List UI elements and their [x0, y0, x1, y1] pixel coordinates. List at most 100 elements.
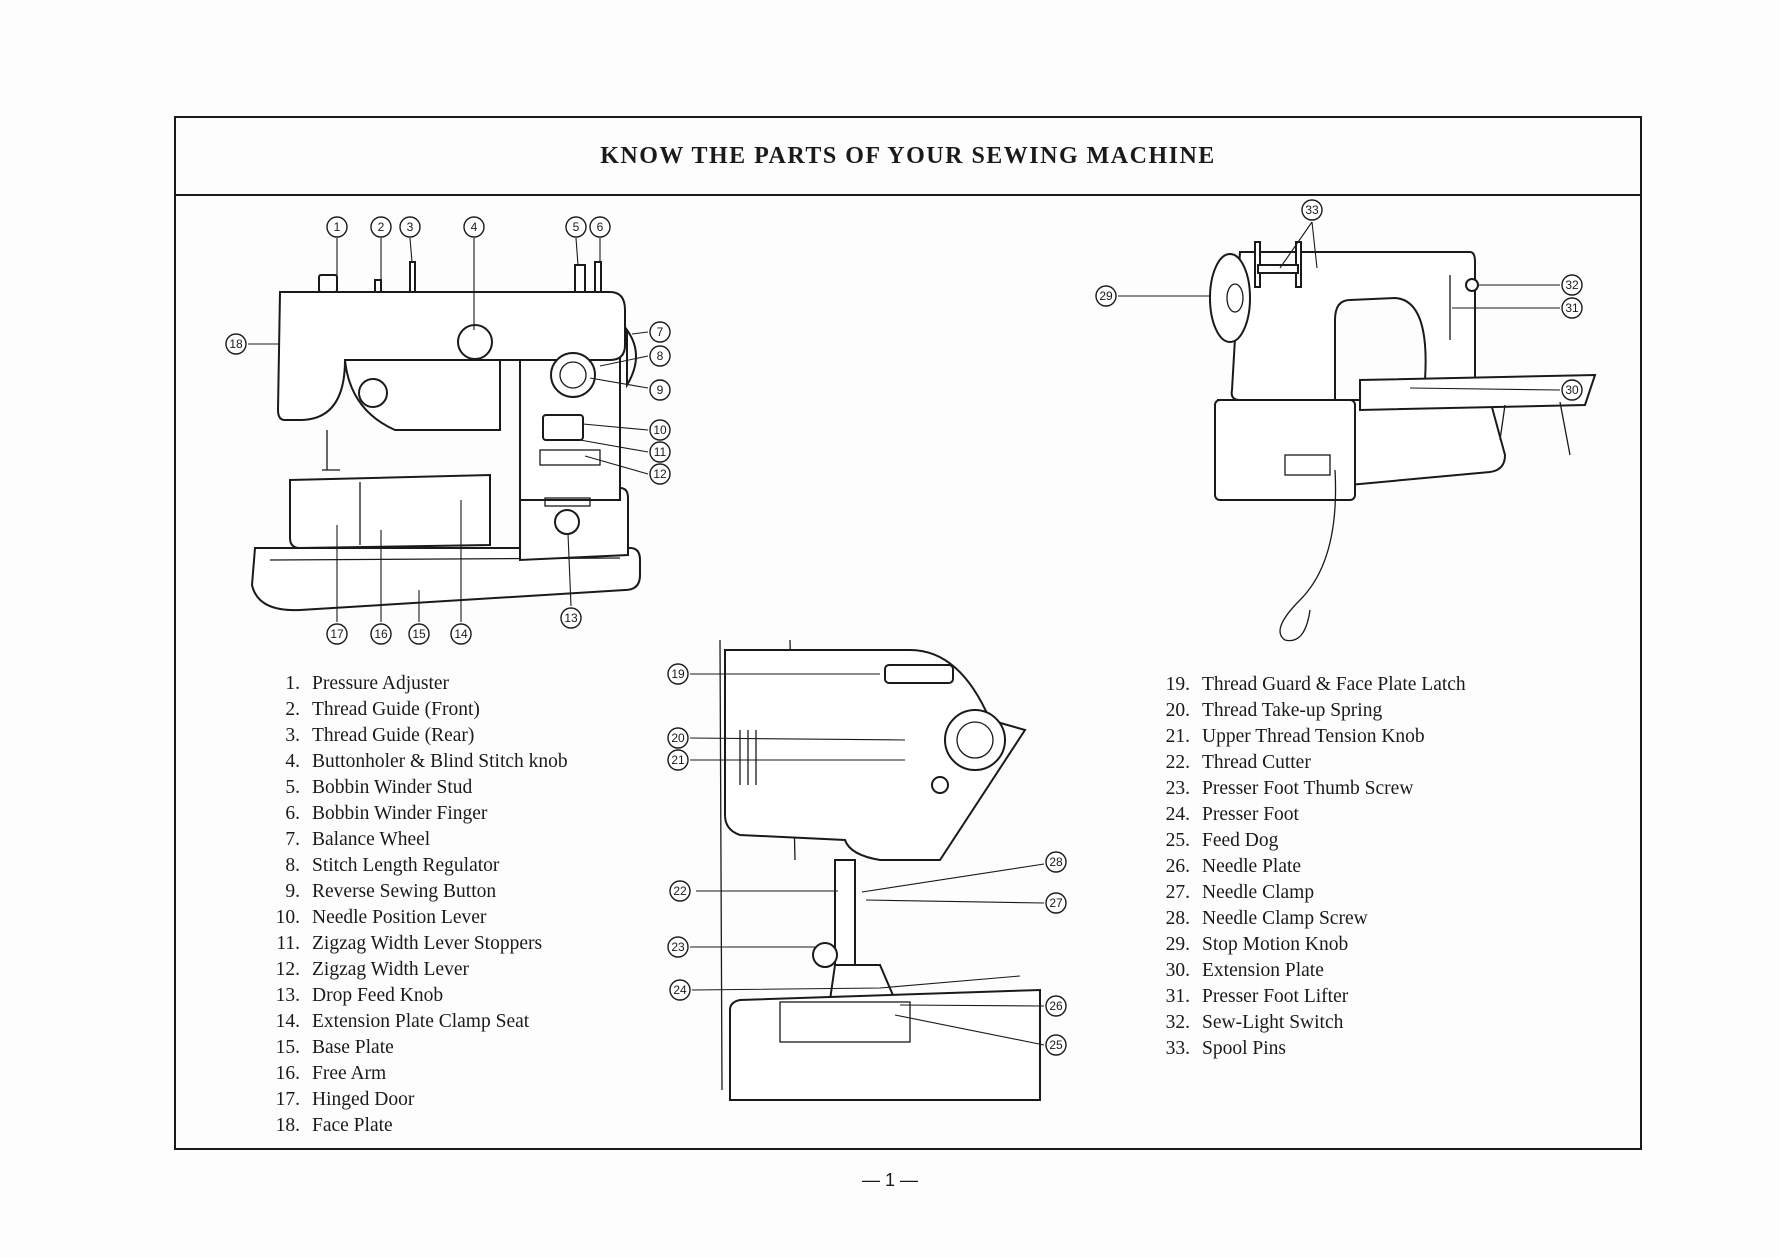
- parts-frame: KNOW THE PARTS OF YOUR SEWING MACHINE 1.…: [174, 116, 1642, 1150]
- part-item: 27.Needle Clamp: [1146, 880, 1466, 906]
- part-label: Reverse Sewing Button: [312, 881, 497, 902]
- callout-19: 19: [667, 663, 689, 685]
- part-item: 24.Presser Foot: [1146, 802, 1466, 828]
- part-number: 19.: [1165, 674, 1190, 695]
- svg-text:31: 31: [1565, 301, 1579, 315]
- part-item: 31. Presser Foot Lifter: [1146, 984, 1466, 1010]
- parts-list-right: 19. Thread Guard & Face Plate Latch 20.Thr…: [1146, 672, 1466, 1062]
- svg-text:29: 29: [1099, 289, 1113, 303]
- page-number: — 1 —: [861, 1170, 918, 1190]
- part-label: Base Plate: [312, 1037, 394, 1058]
- callout-5: 5: [565, 216, 587, 238]
- svg-text:11: 11: [654, 445, 667, 459]
- part-item: 13.Drop Feed Knob: [256, 983, 568, 1009]
- rear-view-machine: [1209, 241, 1597, 642]
- part-number: 23.: [1165, 778, 1190, 799]
- part-number: 26.: [1165, 856, 1190, 877]
- part-item: 32. Sew-Light Switch: [1146, 1010, 1466, 1036]
- callout-12: 12: [649, 463, 671, 485]
- part-item: 19. Thread Guard & Face Plate Latch: [1146, 672, 1466, 698]
- svg-text:15: 15: [412, 627, 426, 641]
- callout-7: 7: [649, 321, 671, 343]
- part-label: Bobbin Winder Stud: [312, 777, 473, 798]
- part-label: Hinged Door: [312, 1089, 415, 1110]
- part-item: 17.Hinged Door: [256, 1087, 568, 1113]
- part-label: Thread Cutter: [1202, 752, 1311, 773]
- part-item: 18.Face Plate: [256, 1113, 568, 1139]
- part-number: 22.: [1165, 752, 1190, 773]
- part-number: 25.: [1165, 830, 1190, 851]
- part-label: Stitch Length Regulator: [312, 855, 500, 876]
- svg-text:9: 9: [657, 383, 664, 397]
- part-item: 7.Balance Wheel: [256, 827, 568, 853]
- part-number: 30.: [1165, 960, 1190, 981]
- svg-text:10: 10: [653, 423, 667, 437]
- part-label: Presser Foot: [1202, 804, 1299, 825]
- svg-text:28: 28: [1049, 855, 1063, 869]
- part-label: Needle Clamp: [1202, 882, 1315, 903]
- part-number: 15.: [275, 1037, 300, 1058]
- part-label: Zigzag Width Lever: [312, 959, 469, 980]
- callout-24: 24: [669, 979, 691, 1001]
- callout-11: 11: [649, 441, 671, 463]
- part-item: 29.Stop Motion Knob: [1146, 932, 1466, 958]
- callout-21: 21: [667, 749, 689, 771]
- part-number: 4.: [285, 751, 300, 772]
- part-label: Thread Guard & Face Plate Latch: [1202, 674, 1466, 695]
- front-view-machine: [250, 261, 641, 612]
- svg-text:25: 25: [1049, 1038, 1063, 1052]
- part-number: 14.: [275, 1011, 300, 1032]
- part-item: 10.Needle Position Lever: [256, 905, 568, 931]
- part-item: 2.Thread Guide (Front): [256, 697, 568, 723]
- part-number: 32.: [1165, 1012, 1190, 1033]
- svg-text:5: 5: [573, 220, 580, 234]
- svg-text:16: 16: [374, 627, 388, 641]
- part-item: 26.Needle Plate: [1146, 854, 1466, 880]
- svg-text:6: 6: [597, 220, 604, 234]
- callout-28: 28: [1045, 851, 1067, 873]
- callout-15: 15: [408, 623, 430, 645]
- svg-text:32: 32: [1565, 278, 1579, 292]
- part-number: 33.: [1165, 1038, 1190, 1059]
- part-label: Needle Position Lever: [312, 907, 487, 928]
- part-item: 23.Presser Foot Thumb Screw: [1146, 776, 1466, 802]
- part-number: 9.: [285, 881, 300, 902]
- part-label: Stop Motion Knob: [1202, 934, 1349, 955]
- part-label: Feed Dog: [1202, 830, 1279, 851]
- callout-2: 2: [370, 216, 392, 238]
- part-number: 31.: [1165, 986, 1190, 1007]
- svg-text:2: 2: [378, 220, 385, 234]
- callout-20: 20: [667, 727, 689, 749]
- part-number: 12.: [275, 959, 300, 980]
- part-label: Pressure Adjuster: [312, 673, 450, 694]
- part-label: Needle Clamp Screw: [1202, 908, 1368, 929]
- part-item: 25. Feed Dog: [1146, 828, 1466, 854]
- part-label: Free Arm: [312, 1063, 387, 1084]
- callout-30: 30: [1561, 379, 1583, 401]
- part-label: Presser Foot Lifter: [1202, 986, 1349, 1007]
- svg-text:14: 14: [454, 627, 468, 641]
- part-number: 8.: [285, 855, 300, 876]
- part-item: 14. Extension Plate Clamp Seat: [256, 1009, 568, 1035]
- callout-4: 4: [463, 216, 485, 238]
- part-item: 20.Thread Take-up Spring: [1146, 698, 1466, 724]
- svg-text:8: 8: [657, 349, 664, 363]
- part-item: 4. Buttonholer & Blind Stitch knob: [256, 749, 568, 775]
- part-label: Buttonholer & Blind Stitch knob: [312, 751, 568, 772]
- part-item: 16.Free Arm: [256, 1061, 568, 1087]
- part-number: 7.: [285, 829, 300, 850]
- part-item: 21.Upper Thread Tension Knob: [1146, 724, 1466, 750]
- part-label: Extension Plate Clamp Seat: [312, 1011, 530, 1032]
- part-number: 3.: [285, 725, 300, 746]
- callout-8: 8: [649, 345, 671, 367]
- part-item: 30.Extension Plate: [1146, 958, 1466, 984]
- part-item: 12. Zigzag Width Lever: [256, 957, 568, 983]
- svg-text:4: 4: [471, 220, 478, 234]
- title-band: KNOW THE PARTS OF YOUR SEWING MACHINE: [176, 118, 1640, 196]
- svg-text:22: 22: [673, 884, 687, 898]
- part-label: Sew-Light Switch: [1202, 1012, 1344, 1033]
- callout-17: 17: [326, 623, 348, 645]
- part-label: Drop Feed Knob: [312, 985, 444, 1006]
- callout-27: 27: [1045, 892, 1067, 914]
